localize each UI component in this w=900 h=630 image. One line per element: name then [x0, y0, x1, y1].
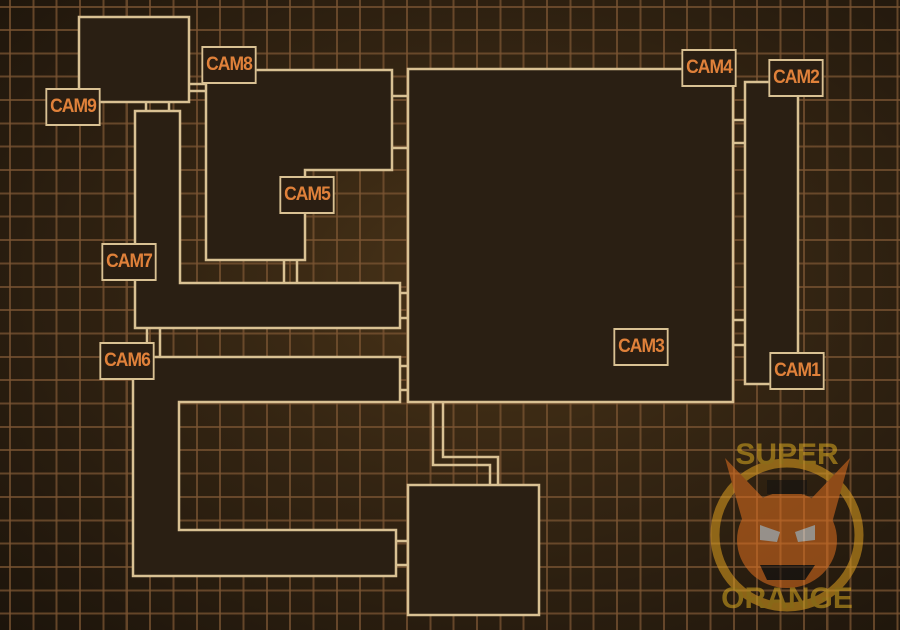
cam2-button[interactable]: CAM2: [768, 59, 824, 97]
connector-6-bottom: [396, 539, 408, 567]
super-orange-watermark-logo: SUPER ORANGE: [710, 440, 864, 615]
cam8-button[interactable]: CAM8: [201, 46, 257, 84]
cam7-button[interactable]: CAM7: [101, 243, 157, 281]
connector-7-main: [400, 291, 408, 320]
svg-text:SUPER: SUPER: [735, 440, 839, 471]
room-main: [406, 67, 735, 404]
cam5-button[interactable]: CAM5: [279, 176, 335, 214]
hall-cam6: [131, 355, 402, 578]
connector-5-7: [282, 260, 299, 283]
connector-main-bottom: [431, 402, 500, 485]
connector-8-main: [392, 94, 408, 150]
room-cam9: [77, 15, 191, 104]
hall-cam7: [133, 109, 402, 330]
cam4-button[interactable]: CAM4: [681, 49, 737, 87]
hall-cam2: [743, 80, 800, 386]
cam3-button[interactable]: CAM3: [613, 328, 669, 366]
cam6-button[interactable]: CAM6: [99, 342, 155, 380]
connector-9-7: [144, 102, 171, 111]
room-office: [406, 483, 541, 617]
cam9-button[interactable]: CAM9: [45, 88, 101, 126]
cam1-button[interactable]: CAM1: [769, 352, 825, 390]
connector-9-8: [189, 82, 206, 93]
room-cam8: [204, 68, 394, 262]
svg-text:ORANGE: ORANGE: [721, 582, 853, 615]
connector-6-main: [400, 364, 408, 392]
connector-main-2: [733, 118, 745, 347]
